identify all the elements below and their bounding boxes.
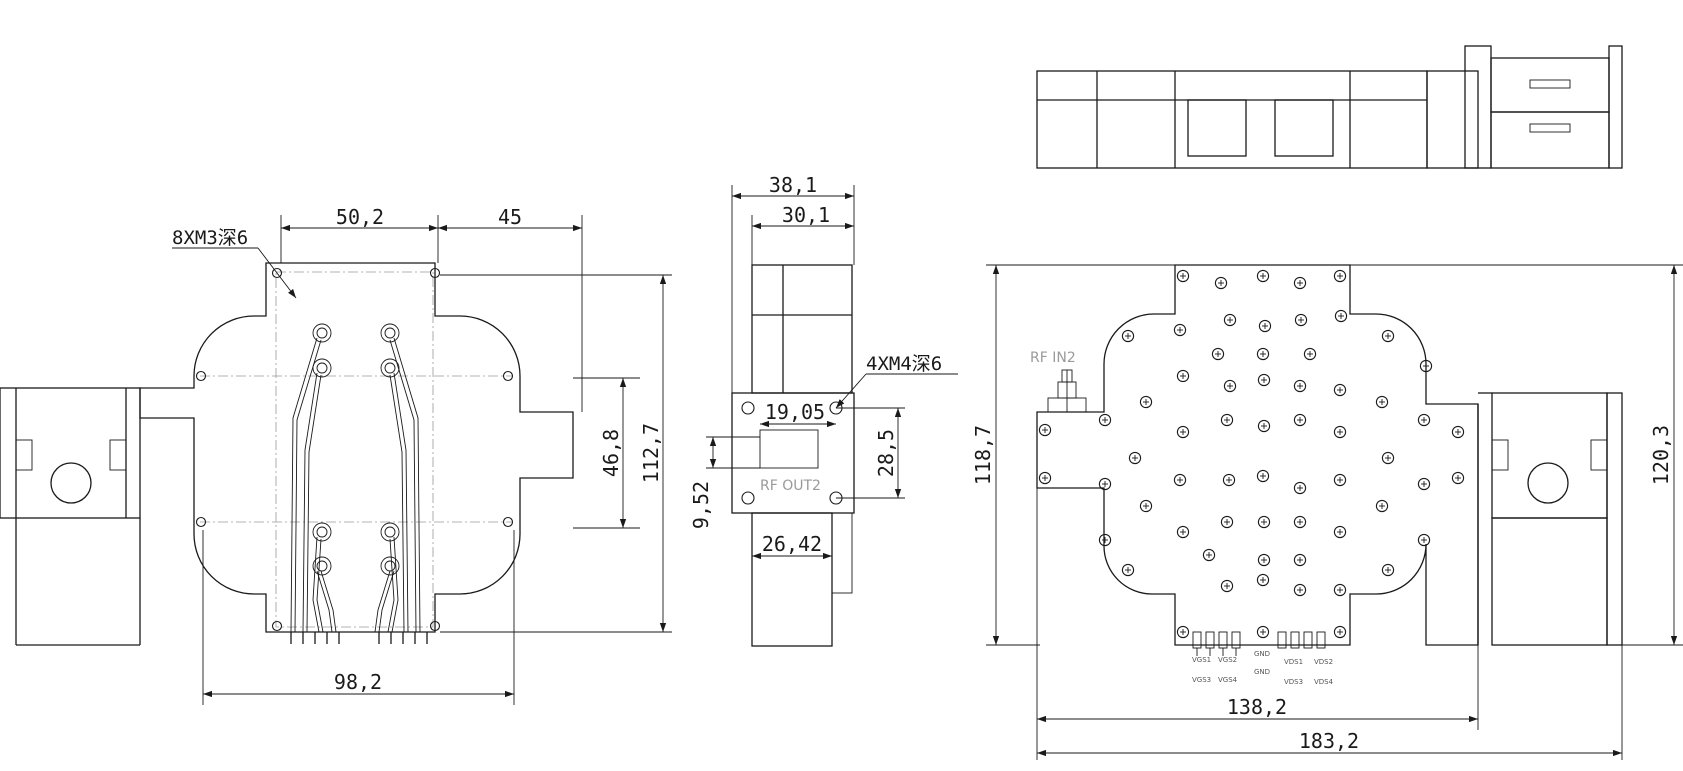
top-view-dimensions: 118,7 120,3 138,2 183,2 <box>971 264 1683 760</box>
pin-label-vgs1: VGS1 <box>1192 656 1211 664</box>
pin-label-gnd1: GND <box>1254 650 1270 658</box>
dim-118-7: 118,7 <box>971 425 995 485</box>
side-view-dimensions: 38,1 30,1 19,05 28,5 9,52 26,42 4XM4深6 <box>689 173 958 560</box>
dim-28-5: 28,5 <box>874 429 898 477</box>
pin-label-vgs4: VGS4 <box>1218 676 1238 684</box>
note-4xm4: 4XM4深6 <box>866 353 942 375</box>
side-view: RF OUT2 38,1 30,1 19,05 28,5 9,52 26,42 … <box>689 173 958 647</box>
rf-in2-label: RF IN2 <box>1030 350 1076 366</box>
pin-label-vds2: VDS2 <box>1314 658 1333 666</box>
dim-38-1: 38,1 <box>769 173 817 197</box>
top-view-outline <box>1036 264 1479 646</box>
dim-120-3: 120,3 <box>1649 425 1673 485</box>
pin-label-vds3: VDS3 <box>1284 678 1303 686</box>
sma-connector-icon <box>1047 369 1087 413</box>
waveguide-flange-left <box>0 387 141 646</box>
front-elevation <box>1036 45 1623 169</box>
waveguide-flange-right <box>1478 392 1623 646</box>
note-8xm3: 8XM3深6 <box>172 227 248 249</box>
pin-label-gnd2: GND <box>1254 668 1270 676</box>
dim-183-2: 183,2 <box>1299 729 1359 753</box>
dim-30-1: 30,1 <box>782 203 830 227</box>
dim-98-2: 98,2 <box>334 670 382 694</box>
bottom-view: 50,2 45 46,8 112,7 98,2 8XM3深6 <box>0 205 672 705</box>
top-view: RF IN2 <box>971 264 1683 760</box>
pin-labels: VGS1 VGS2 VGS3 VGS4 GND GND VDS1 VDS2 VD… <box>1192 650 1334 686</box>
pin-label-vgs2: VGS2 <box>1218 656 1237 664</box>
dim-45: 45 <box>498 205 522 229</box>
bottom-view-outline <box>139 262 574 633</box>
mounting-hole-icon <box>195 267 514 632</box>
bottom-view-dimensions: 50,2 45 46,8 112,7 98,2 8XM3深6 <box>172 205 672 705</box>
screw-icon <box>1038 269 1465 639</box>
dim-9-52: 9,52 <box>689 481 713 529</box>
pin-label-vds1: VDS1 <box>1284 658 1303 666</box>
wire-traces <box>290 337 421 633</box>
pin-row <box>290 632 428 644</box>
dim-112-7: 112,7 <box>639 423 663 483</box>
dim-50-2: 50,2 <box>336 205 384 229</box>
dim-19-05: 19,05 <box>765 400 825 424</box>
pin-label-vds4: VDS4 <box>1314 678 1334 686</box>
dim-46-8: 46,8 <box>599 429 623 477</box>
dim-138-2: 138,2 <box>1227 695 1287 719</box>
pad-rings <box>312 323 400 576</box>
pin-label-vgs3: VGS3 <box>1192 676 1211 684</box>
dim-26-42: 26,42 <box>762 532 822 556</box>
connector-pins <box>1192 631 1326 656</box>
rf-out2-label: RF OUT2 <box>760 478 821 494</box>
